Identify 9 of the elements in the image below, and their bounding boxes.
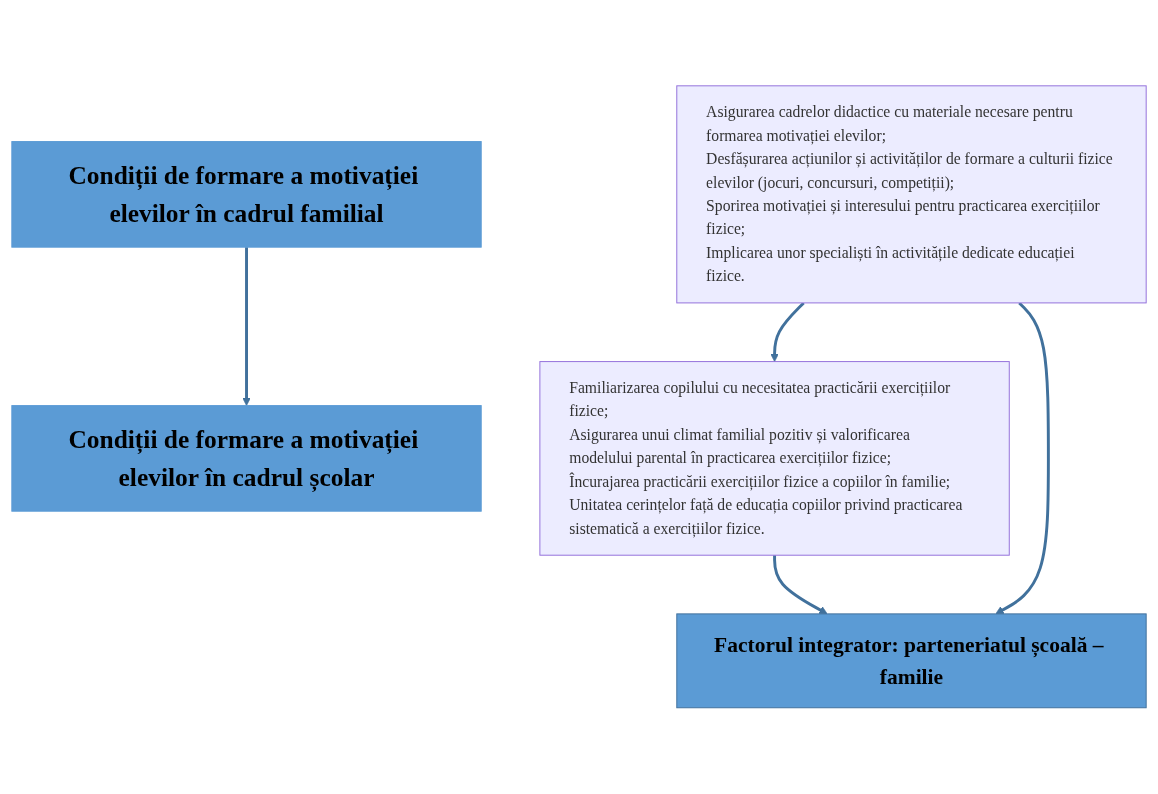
- arrow: [242, 247, 251, 407]
- node-box: Condiții de formare a motivației elevilor în cadrul școlar: [11, 405, 482, 512]
- node-box: Factorul integrator: parteneriatul școală – familie: [676, 613, 1147, 709]
- arrow: [770, 302, 805, 363]
- node-box: Familiarizarea copilului cu necesitatea practicării exercițiilor fizice; Asigurarea unui climat familial pozitiv și valorificarea modelului parental în practicarea exercițiilor fizice; Încurajarea practicării exercițiilor fizice a copiilor în familie; Unitatea cerințelor față de educația copiilor privind practicarea sistematică a exercițiilor fizice.: [539, 361, 1010, 556]
- node-box: Asigurarea cadrelor didactice cu materiale necesare pentru formarea motivației elevilor; Desfășurarea acțiunilor și activităților de formare a culturii fizice elevilor (jocuri, concursuri, competiții); Sporirea motivației și interesului pentru practicarea exercițiilor fizice; Implicarea unor specialiști în activitățile dedicate educației fizice.: [676, 85, 1147, 304]
- arrow: [995, 302, 1050, 615]
- node-box: Condiții de formare a motivației elevilor în cadrul familial: [11, 141, 482, 248]
- arrow: [773, 555, 828, 615]
